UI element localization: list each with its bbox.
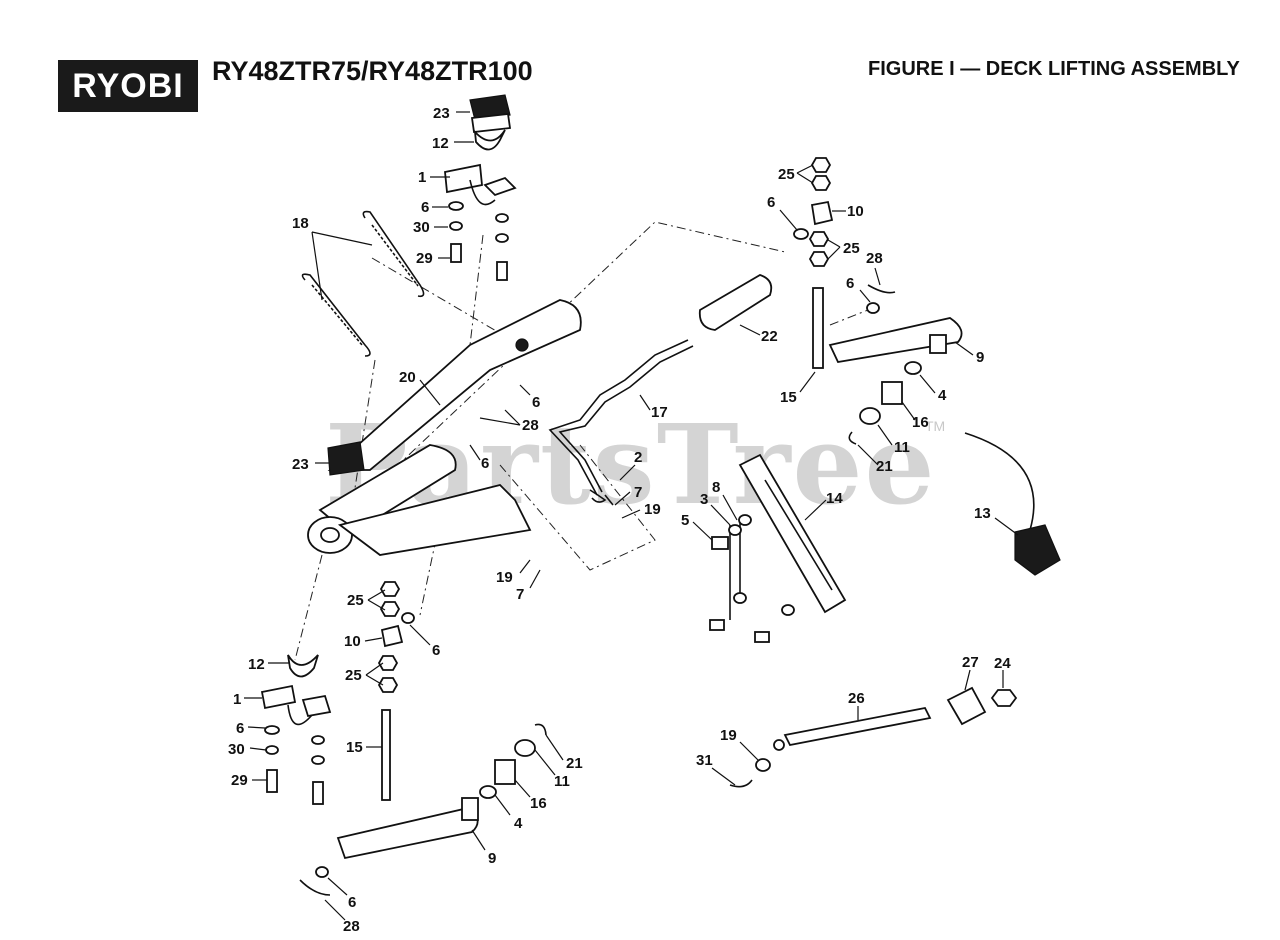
lift-shaft-assembly [307, 299, 582, 556]
callout-26: 26 [848, 690, 865, 707]
callout-7: 7 [516, 586, 524, 603]
callout-6: 6 [481, 455, 489, 472]
callout-22: 22 [761, 328, 778, 345]
callout-12: 12 [432, 135, 449, 152]
callout-11: 11 [554, 773, 570, 790]
callout-23: 23 [433, 105, 450, 122]
callout-6: 6 [532, 394, 540, 411]
callout-4: 4 [938, 387, 947, 404]
callout-18: 18 [292, 215, 309, 232]
callout-2: 2 [634, 449, 642, 466]
callout-9: 9 [488, 850, 496, 867]
callout-19: 19 [496, 569, 513, 586]
callout-6: 6 [236, 720, 244, 737]
callout-31: 31 [696, 752, 713, 769]
callout-6: 6 [421, 199, 429, 216]
callout-15: 15 [780, 389, 797, 406]
callout-10: 10 [847, 203, 864, 220]
callout-6: 6 [348, 894, 356, 911]
callout-4: 4 [514, 815, 523, 832]
callout-leaders [244, 111, 1019, 921]
callout-28: 28 [866, 250, 883, 267]
callout-30: 30 [413, 219, 430, 236]
callout-29: 29 [231, 772, 248, 789]
callout-17: 17 [651, 404, 668, 421]
callout-9: 9 [976, 349, 984, 366]
right-upper-link [793, 157, 963, 445]
callout-6: 6 [432, 642, 440, 659]
callout-25: 25 [347, 592, 364, 609]
deck-rod-assembly [729, 686, 1018, 788]
callout-1: 1 [418, 169, 426, 186]
callout-16: 16 [912, 414, 929, 431]
callout-25: 25 [778, 166, 795, 183]
callout-29: 29 [416, 250, 433, 267]
lift-handle-and-rod [548, 274, 773, 506]
ryobi-logo: RYOBI [58, 60, 198, 112]
callout-30: 30 [228, 741, 245, 758]
callout-labels: 23 12 1 6 30 29 18 20 6 28 6 23 22 17 2 … [228, 105, 1011, 935]
callout-28: 28 [343, 918, 360, 935]
callout-19: 19 [720, 727, 737, 744]
callout-7: 7 [634, 484, 642, 501]
callout-25: 25 [345, 667, 362, 684]
height-adjust-plate [709, 453, 847, 643]
callout-15: 15 [346, 739, 363, 756]
callout-3: 3 [700, 491, 708, 508]
callout-12: 12 [248, 656, 265, 673]
figure-title: FIGURE I — DECK LIFTING ASSEMBLY [868, 58, 1240, 80]
callout-21: 21 [876, 458, 893, 475]
callout-11: 11 [894, 439, 910, 456]
lower-link-arm [299, 723, 547, 896]
callout-1: 1 [233, 691, 241, 708]
callout-6: 6 [767, 194, 775, 211]
callout-10: 10 [344, 633, 361, 650]
callout-20: 20 [399, 369, 416, 386]
callout-27: 27 [962, 654, 979, 671]
indicator-cable [964, 432, 1061, 576]
callout-6: 6 [846, 275, 854, 292]
callout-16: 16 [530, 795, 547, 812]
callout-14: 14 [826, 490, 843, 507]
lift-springs [301, 210, 425, 357]
callout-8: 8 [712, 479, 720, 496]
callout-13: 13 [974, 505, 991, 522]
callout-19: 19 [644, 501, 661, 518]
upper-bracket-stack [444, 94, 517, 281]
callout-21: 21 [566, 755, 583, 772]
callout-24: 24 [994, 655, 1011, 672]
model-title: RY48ZTR75/RY48ZTR100 [212, 56, 533, 86]
watermark-trademark: TM [925, 418, 946, 434]
callout-28: 28 [522, 417, 539, 434]
lower-left-stack [260, 581, 415, 805]
callout-25: 25 [843, 240, 860, 257]
callout-5: 5 [681, 512, 689, 529]
callout-23: 23 [292, 456, 309, 473]
